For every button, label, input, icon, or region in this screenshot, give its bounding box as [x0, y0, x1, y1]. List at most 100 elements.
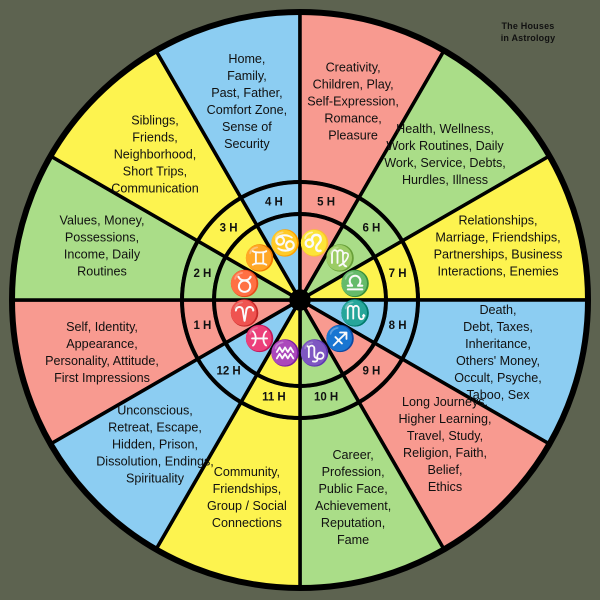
zodiac-glyph-sagittarius: ♐	[325, 324, 356, 353]
house-description-12: Unconscious,Retreat, Escape,Hidden, Pris…	[96, 403, 214, 485]
page-title-line-2: in Astrology	[500, 33, 556, 44]
house-description-2: Values, Money,Possessions,Income, DailyR…	[60, 214, 145, 279]
svg-text:Belief,: Belief,	[427, 463, 462, 477]
zodiac-glyph-pisces: ♓	[244, 324, 275, 353]
svg-text:Long Journeys,: Long Journeys,	[402, 395, 488, 409]
svg-text:Retreat, Escape,: Retreat, Escape,	[108, 420, 202, 434]
house-number-label-5: 5 H	[317, 196, 335, 208]
svg-text:Travel, Study,: Travel, Study,	[407, 429, 483, 443]
svg-text:6 H: 6 H	[362, 223, 380, 235]
zodiac-glyph-taurus: ♉	[229, 269, 260, 298]
svg-text:Dissolution, Endings,: Dissolution, Endings,	[96, 454, 214, 468]
house-number-label-1: 1 H	[193, 320, 211, 332]
zodiac-glyph-cancer: ♋	[270, 229, 301, 258]
svg-text:Interactions, Enemies: Interactions, Enemies	[437, 265, 558, 279]
svg-text:♑: ♑	[299, 339, 330, 368]
svg-text:Family,: Family,	[227, 69, 267, 83]
zodiac-glyph-aquarius: ♒	[270, 339, 301, 368]
zodiac-glyph-leo: ♌	[299, 229, 330, 258]
page-title: The Houses in Astrology	[468, 20, 588, 44]
house-description-4: Home, Family, Past, Father, Comfort Zone, Se…	[207, 52, 288, 151]
svg-text:Past, Father,: Past, Father,	[211, 86, 282, 100]
svg-text:Hurdles, Illness: Hurdles, Illness	[402, 173, 488, 187]
svg-text:Work Routines, Daily: Work Routines, Daily	[386, 139, 504, 153]
house-description-5: Creativity,Children, Play,Self-Expressio…	[307, 60, 399, 142]
svg-text:Marriage, Friendships,: Marriage, Friendships,	[435, 231, 560, 245]
svg-text:♈: ♈	[229, 298, 260, 327]
zodiac-glyph-capricorn: ♑	[299, 339, 330, 368]
svg-text:♍: ♍	[325, 243, 356, 272]
svg-text:Communication: Communication	[111, 181, 199, 195]
svg-text:Higher Learning,: Higher Learning,	[398, 412, 491, 426]
svg-text:2 H: 2 H	[193, 268, 211, 280]
house-number-label-9: 9 H	[362, 365, 380, 377]
svg-text:Career,: Career,	[332, 448, 373, 462]
page-title-line-1: The Houses	[501, 21, 555, 31]
wheel-ring-2	[180, 180, 420, 420]
svg-text:Sense of: Sense of	[222, 120, 272, 134]
svg-text:Occult, Psyche,: Occult, Psyche,	[454, 371, 542, 385]
svg-text:Friendships,: Friendships,	[213, 482, 282, 496]
svg-text:Public Face,: Public Face,	[318, 482, 387, 496]
svg-text:Personality, Attitude,: Personality, Attitude,	[45, 354, 159, 368]
svg-text:♐: ♐	[325, 324, 356, 353]
svg-text:4 H: 4 H	[265, 196, 283, 208]
svg-text:Friends,: Friends,	[132, 130, 178, 144]
svg-text:Relationships,: Relationships,	[458, 214, 537, 228]
svg-text:Self, Identity,: Self, Identity,	[66, 320, 138, 334]
svg-text:Creativity,: Creativity,	[326, 60, 381, 74]
house-number-label-2: 2 H	[193, 268, 211, 280]
svg-text:Religion, Faith,: Religion, Faith,	[403, 446, 487, 460]
svg-text:♋: ♋	[270, 229, 301, 258]
wheel-ring-1	[9, 9, 591, 591]
house-description-11: Community,Friendships,Group / SocialConn…	[207, 465, 287, 530]
zodiac-glyph-virgo: ♍	[325, 243, 356, 272]
svg-text:Neighborhood,: Neighborhood,	[114, 147, 197, 161]
wheel-center-hub	[291, 291, 309, 309]
svg-text:Short Trips,: Short Trips,	[123, 164, 187, 178]
svg-text:Income, Daily: Income, Daily	[64, 248, 141, 262]
svg-text:Profession,: Profession,	[322, 465, 385, 479]
zodiac-glyph-scorpio: ♏	[340, 298, 371, 327]
svg-text:Debt, Taxes,: Debt, Taxes,	[463, 320, 533, 334]
svg-text:Reputation,: Reputation,	[321, 516, 385, 530]
house-description-10: Career,Profession,Public Face,Achievemen…	[315, 448, 391, 547]
house-number-label-12: 12 H	[216, 365, 240, 377]
house-description-3: Siblings,Friends,Neighborhood,Short Trip…	[111, 113, 199, 195]
svg-text:Values, Money,: Values, Money,	[60, 214, 145, 228]
svg-text:♎: ♎	[340, 269, 371, 298]
svg-text:♏: ♏	[340, 298, 371, 327]
svg-text:Partnerships, Business: Partnerships, Business	[434, 248, 563, 262]
svg-text:Appearance,: Appearance,	[66, 337, 137, 351]
svg-text:Inheritance,: Inheritance,	[465, 337, 531, 351]
svg-text:Health, Wellness,: Health, Wellness,	[396, 122, 494, 136]
house-number-label-8: 8 H	[389, 320, 407, 332]
svg-text:♉: ♉	[229, 269, 260, 298]
svg-text:1 H: 1 H	[193, 320, 211, 332]
svg-text:3 H: 3 H	[220, 223, 238, 235]
house-description-6: Health, Wellness, Work Routines, DailyWor…	[384, 122, 506, 187]
svg-text:Work, Service, Debts,: Work, Service, Debts,	[384, 156, 506, 170]
house-number-label-6: 6 H	[362, 223, 380, 235]
svg-text:Comfort Zone,: Comfort Zone,	[207, 103, 288, 117]
wheel-ring-outlines	[9, 9, 591, 591]
svg-text:♊: ♊	[244, 243, 275, 272]
svg-text:Taboo, Sex: Taboo, Sex	[466, 388, 530, 402]
svg-text:9 H: 9 H	[362, 365, 380, 377]
house-description-7: Relationships, Marriage, Friendships, Part…	[434, 214, 563, 279]
svg-text:Others' Money,: Others' Money,	[456, 354, 540, 368]
svg-text:Unconscious,: Unconscious,	[117, 403, 193, 417]
svg-text:7 H: 7 H	[389, 268, 407, 280]
svg-text:Pleasure: Pleasure	[328, 128, 378, 142]
svg-text:♌: ♌	[299, 229, 330, 258]
svg-text:8 H: 8 H	[389, 320, 407, 332]
svg-text:♒: ♒	[270, 339, 301, 368]
house-number-label-7: 7 H	[389, 268, 407, 280]
svg-text:Children, Play,: Children, Play,	[313, 77, 394, 91]
svg-text:Ethics: Ethics	[428, 480, 462, 494]
svg-text:Romance,: Romance,	[324, 111, 381, 125]
wheel-ring-3	[212, 212, 388, 388]
svg-text:Home,: Home,	[228, 52, 265, 66]
